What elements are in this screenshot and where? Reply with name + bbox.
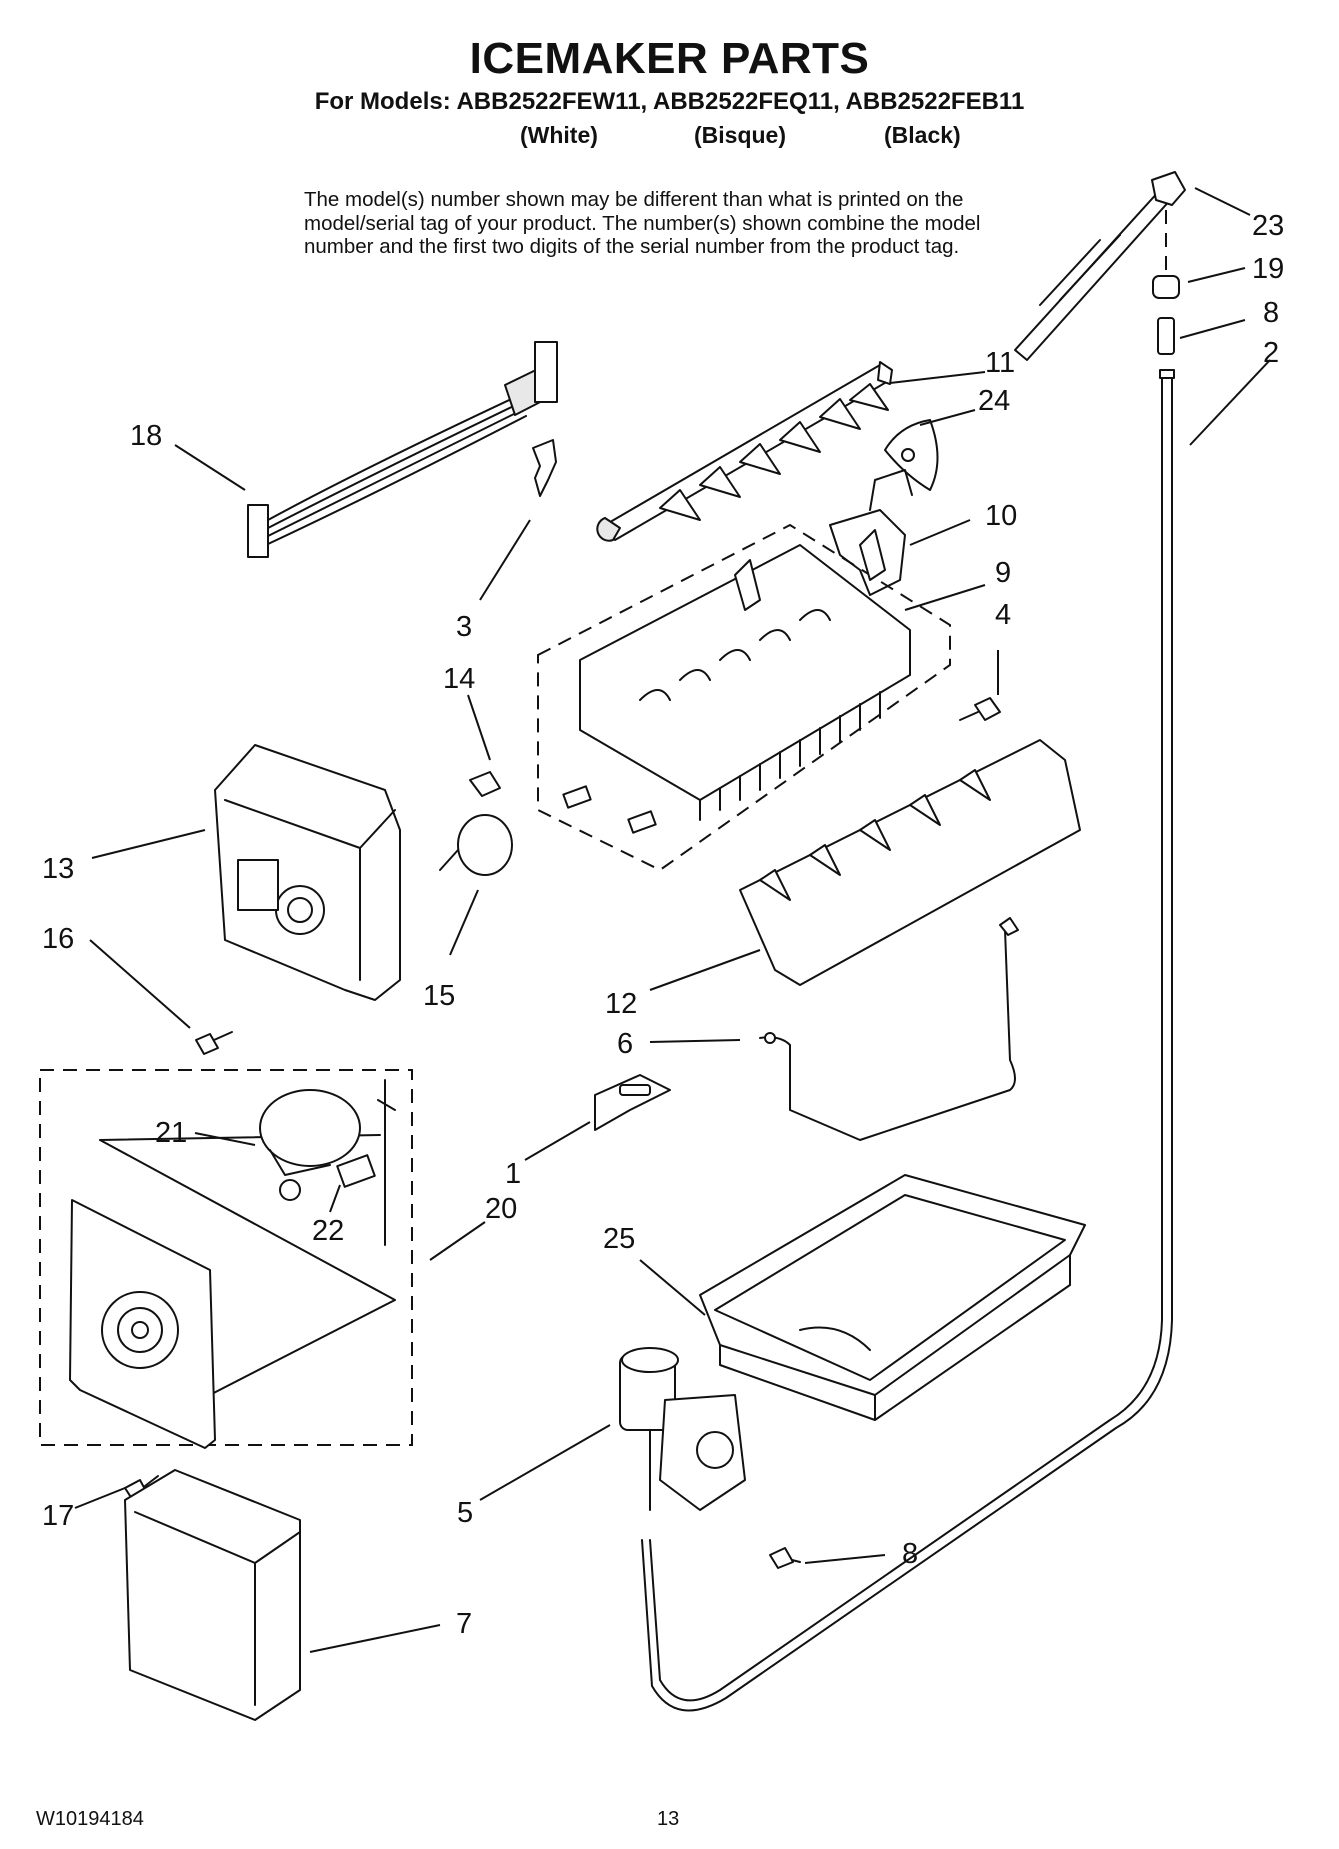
leader-lines xyxy=(74,187,1271,1653)
screw-part-16 xyxy=(195,1031,233,1055)
color-bisque: (Bisque) xyxy=(694,122,786,148)
shutoff-arm-part xyxy=(759,917,1019,1141)
callout-8-bottom: 8 xyxy=(902,1538,918,1570)
callout-8-top: 8 xyxy=(1263,297,1279,329)
nut-part-bottom xyxy=(769,1547,801,1569)
callout-21: 21 xyxy=(155,1117,187,1149)
ice-stripper-part xyxy=(739,739,1081,986)
wire-harness-part xyxy=(247,341,558,558)
note-line: model/serial tag of your product. The nu… xyxy=(304,211,981,235)
callout-25: 25 xyxy=(603,1223,635,1255)
shield-part xyxy=(594,1074,671,1131)
callout-12: 12 xyxy=(605,988,637,1020)
callout-5: 5 xyxy=(457,1497,473,1529)
thermostat-part xyxy=(439,814,513,876)
grommet-part xyxy=(1152,210,1180,299)
callout-17: 17 xyxy=(42,1500,74,1532)
housing-part xyxy=(214,744,401,1001)
color-white: (White) xyxy=(520,122,598,148)
nut-part-top xyxy=(1157,317,1175,355)
callout-20: 20 xyxy=(485,1193,517,1225)
callout-7: 7 xyxy=(456,1608,472,1640)
motor-part xyxy=(259,1089,361,1201)
water-line-part xyxy=(641,369,1175,1712)
callout-labels: 23 19 8 2 11 24 18 10 9 4 3 14 13 15 16 … xyxy=(42,210,1284,1640)
callout-14: 14 xyxy=(443,663,475,695)
flag-part xyxy=(884,419,939,491)
ejector-part xyxy=(596,361,893,542)
callout-23: 23 xyxy=(1252,210,1284,242)
callout-15: 15 xyxy=(423,980,455,1012)
callout-2: 2 xyxy=(1263,337,1279,369)
callout-24: 24 xyxy=(978,385,1010,417)
page-title: ICEMAKER PARTS xyxy=(469,34,870,83)
callout-1: 1 xyxy=(505,1158,521,1190)
callout-4: 4 xyxy=(995,599,1011,631)
cover-part xyxy=(124,1469,301,1721)
fill-tube-part xyxy=(1014,171,1186,361)
callout-18: 18 xyxy=(130,420,162,452)
callout-3: 3 xyxy=(456,611,472,643)
switch-part xyxy=(336,1079,396,1246)
note-line: number and the first two digits of the s… xyxy=(304,235,960,258)
page-number: 13 xyxy=(657,1808,680,1830)
model-list: For Models: ABB2522FEW11, ABB2522FEQ11, … xyxy=(314,88,1025,115)
document-number: W10194184 xyxy=(36,1808,144,1830)
callout-6: 6 xyxy=(617,1028,633,1060)
callout-10: 10 xyxy=(985,500,1017,532)
model-number-note: The model(s) number shown may be differe… xyxy=(304,188,1104,259)
callout-9: 9 xyxy=(995,557,1011,589)
callout-19: 19 xyxy=(1252,253,1284,285)
screw-part-4 xyxy=(959,697,1001,721)
color-black: (Black) xyxy=(884,122,961,148)
callout-22: 22 xyxy=(312,1215,344,1247)
ice-bucket-part xyxy=(699,1174,1086,1421)
mold-heater-part xyxy=(537,523,951,872)
water-valve-part xyxy=(619,1347,746,1511)
clip-part xyxy=(469,771,501,797)
callout-11: 11 xyxy=(985,347,1015,379)
callout-16: 16 xyxy=(42,923,74,955)
bracket-part xyxy=(532,439,557,497)
callout-13: 13 xyxy=(42,853,74,885)
note-line: The model(s) number shown may be differe… xyxy=(304,188,964,211)
